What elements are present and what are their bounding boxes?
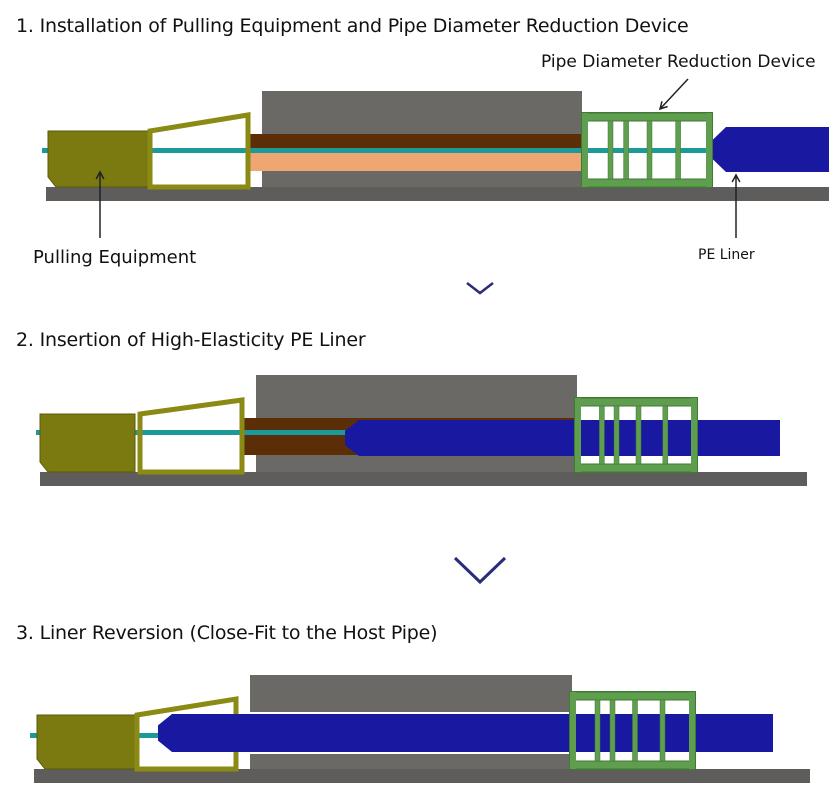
pulling-equipment-box <box>47 130 149 188</box>
pulling-rod <box>42 148 722 153</box>
pe-liner <box>345 420 780 456</box>
pulling-frame <box>134 696 239 772</box>
pulling-frame <box>137 397 245 475</box>
reduction-device-rib <box>646 120 653 180</box>
reduction-device-rib <box>635 405 642 465</box>
reduction-device-arrow-head <box>658 101 668 111</box>
reduction-device-top-rail <box>581 112 713 122</box>
reduction-device-rib <box>675 120 681 180</box>
reduction-device-top-rail <box>569 691 696 701</box>
reduction-device-rib <box>609 699 616 762</box>
pulling-frame <box>147 112 251 190</box>
reduction-device-end-plate <box>706 113 712 187</box>
pulling-equipment-box <box>36 714 136 770</box>
chevron-down-icon <box>453 556 507 585</box>
pulling-rod <box>36 430 356 435</box>
reduction-device-label: Pipe Diameter Reduction Device <box>541 52 816 72</box>
reduction-device-end-plate <box>689 692 695 769</box>
step-2-title: 2. Insertion of High-Elasticity PE Liner <box>16 329 366 351</box>
reduction-device-rib <box>632 699 638 762</box>
reduction-device-rib <box>599 405 605 465</box>
base-platform <box>46 187 829 201</box>
host-pipe-upper <box>250 134 582 153</box>
step-3-title: 3. Liner Reversion (Close-Fit to the Hos… <box>16 622 438 644</box>
reduction-device-end-plate <box>575 398 581 472</box>
reduction-device-bottom-rail <box>581 178 713 188</box>
reduction-device-end-plate <box>582 113 588 187</box>
base-platform <box>34 769 810 783</box>
pulling-equipment-box <box>39 413 136 473</box>
pulling-equipment-arrow-head <box>95 170 105 180</box>
reduction-device-rib <box>613 405 620 465</box>
reduction-device-rib <box>607 120 614 180</box>
base-platform <box>40 472 807 486</box>
step-3-illustration <box>30 675 810 783</box>
pulling-equipment-label: Pulling Equipment <box>33 247 197 268</box>
reduction-device-end-plate <box>570 692 576 769</box>
reduction-device-rib <box>623 120 629 180</box>
reduction-device-bottom-rail <box>569 760 696 770</box>
reduction-device-top-rail <box>574 397 698 407</box>
step-1-illustration <box>42 91 829 201</box>
reduction-device-arrow <box>659 78 689 110</box>
reduction-device-rib <box>594 699 601 762</box>
step-1-title: 1. Installation of Pulling Equipment and… <box>16 15 689 37</box>
reduction-device-bottom-rail <box>574 463 698 473</box>
reduction-device-rib <box>662 405 669 465</box>
pe-liner <box>158 714 773 752</box>
reduction-device-end-plate <box>691 398 697 472</box>
pe-liner-label: PE Liner <box>698 247 755 263</box>
pe-liner <box>712 127 829 172</box>
step-2-illustration <box>36 375 807 486</box>
host-pipe-lower <box>250 152 582 171</box>
pe-liner-arrow-head <box>731 173 741 183</box>
reduction-device-rib <box>659 699 666 762</box>
chevron-down-icon <box>466 282 494 295</box>
